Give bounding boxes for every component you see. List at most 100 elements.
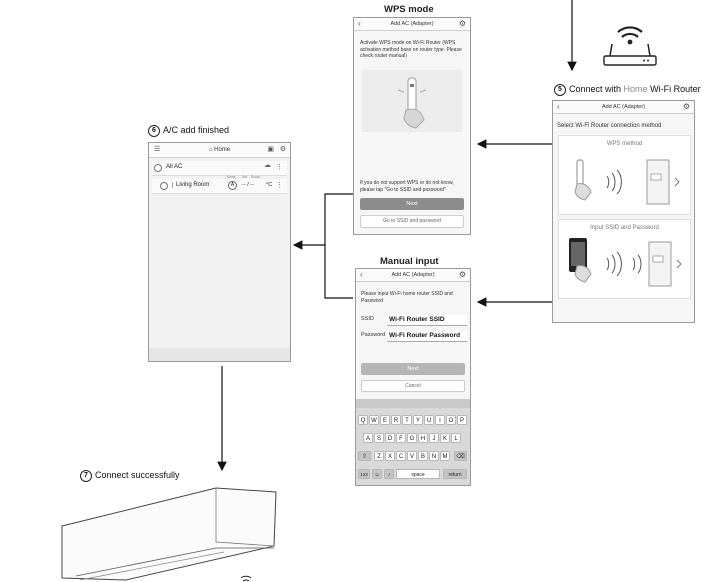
step5-phone-screen: ‹ Add AC (Adapter) ⚙ Select Wi-Fi Router… (552, 100, 695, 323)
all-ac-label: All AC (166, 164, 183, 170)
manual-input-title: Manual input (380, 256, 439, 267)
key-q[interactable]: Q (358, 415, 368, 425)
step5-title-suffix: Wi-Fi Router (650, 84, 701, 94)
step7-title-text: Connect successfully (95, 470, 180, 480)
wps-next-button[interactable]: Next (360, 198, 464, 210)
key-a[interactable]: A (363, 433, 373, 443)
power-icon[interactable] (154, 164, 162, 172)
back-icon[interactable]: ‹ (557, 102, 560, 111)
key-h[interactable]: H (418, 433, 428, 443)
air-conditioner-illustration (61, 487, 277, 582)
space-key[interactable]: space (396, 469, 440, 479)
edit-icon[interactable]: ▣ (267, 146, 274, 153)
bottom-bar (149, 348, 290, 361)
device-name: Living Room (172, 182, 209, 188)
shift-key[interactable]: ⇧ (358, 451, 371, 461)
return-key[interactable]: return (443, 469, 467, 479)
key-s[interactable]: S (374, 433, 384, 443)
room-header: Room (251, 175, 261, 179)
key-i[interactable]: I (435, 415, 445, 425)
key-j[interactable]: J (429, 433, 439, 443)
device-row-living-room[interactable]: Living Room A -- / -- °C ⋮ (152, 179, 287, 194)
column-headers: Mode Set Room (227, 175, 260, 179)
key-k[interactable]: K (440, 433, 450, 443)
key-y[interactable]: Y (413, 415, 423, 425)
ssid-input[interactable]: Wi-Fi Router SSID (387, 315, 467, 326)
wps-method-option[interactable]: WPS method (558, 135, 691, 215)
password-label: Password (361, 332, 386, 338)
set-temp-value: -- / -- (242, 182, 254, 188)
key-d[interactable]: D (385, 433, 395, 443)
key-u[interactable]: U (424, 415, 434, 425)
step6-number: 6 (148, 125, 160, 137)
key-e[interactable]: E (380, 415, 390, 425)
key-r[interactable]: R (391, 415, 401, 425)
password-input[interactable]: Wi-Fi Router Password (387, 331, 467, 342)
cloud-icon: ☁ (264, 162, 271, 169)
wifi-router-illustration (603, 26, 657, 66)
step6-title-text: A/C add finished (163, 125, 230, 135)
key-o[interactable]: O (446, 415, 456, 425)
menu-icon[interactable]: ☰ (154, 146, 161, 153)
numbers-key[interactable]: 123 (358, 469, 370, 479)
manual-screen-title: Add AC (Adapter) (391, 272, 435, 278)
gear-icon[interactable]: ⚙ (458, 19, 466, 28)
all-ac-row[interactable]: All AC ☁ ⋮ (152, 161, 287, 176)
router-wps-illustration (362, 70, 462, 132)
emoji-icon[interactable]: ☺ (372, 469, 382, 479)
power-icon[interactable] (160, 182, 168, 190)
key-c[interactable]: C (396, 451, 406, 461)
set-header: Set (241, 175, 248, 179)
manual-phone-screen: ‹ Add AC (Adapter) ⚙ Please input Wi-Fi … (355, 268, 471, 486)
key-w[interactable]: W (369, 415, 379, 425)
go-ssid-password-button[interactable]: Go to SSID and password (360, 215, 464, 228)
more-icon[interactable]: ⋮ (276, 164, 283, 171)
backspace-key[interactable]: ⌫ (454, 451, 467, 461)
key-p[interactable]: P (457, 415, 467, 425)
wps-mode-title: WPS mode (384, 4, 434, 15)
gear-icon[interactable]: ⚙ (458, 270, 466, 279)
key-m[interactable]: M (440, 451, 450, 461)
manual-cancel-button[interactable]: Cancel (361, 380, 465, 392)
gear-icon[interactable]: ⚙ (279, 146, 286, 153)
key-x[interactable]: X (385, 451, 395, 461)
microphone-icon[interactable]: ♪ (384, 469, 394, 479)
smartphone-illustration (569, 238, 682, 287)
keyboard-suggestion-bar (356, 399, 470, 408)
step7-number: 7 (80, 470, 92, 482)
room-temp-unit: °C (266, 182, 273, 188)
gear-icon[interactable]: ⚙ (682, 102, 690, 111)
key-t[interactable]: T (402, 415, 412, 425)
back-icon[interactable]: ‹ (360, 270, 363, 279)
ssid-label: SSID (361, 316, 374, 322)
key-g[interactable]: G (407, 433, 417, 443)
wps-screen-title: Add AC (Adapter) (390, 21, 434, 27)
step5-screen-header: ‹ Add AC (Adapter) ⚙ (553, 101, 694, 114)
step5-title-home: Home (623, 84, 648, 94)
input-ssid-label: Input SSID and Password (590, 225, 659, 231)
input-ssid-option[interactable]: Input SSID and Password (558, 219, 691, 299)
key-z[interactable]: Z (374, 451, 384, 461)
key-b[interactable]: B (418, 451, 428, 461)
mode-value: A (228, 181, 237, 190)
home-icon: ⌂ (208, 147, 213, 153)
more-icon[interactable]: ⋮ (276, 182, 283, 189)
mode-header: Mode (227, 175, 236, 179)
step6-screen-header: ☰ ⌂ Home ▣ ⚙ (149, 143, 290, 158)
merge-bracket (324, 193, 353, 299)
wps-screen-header: ‹ Add AC (Adapter) ⚙ (354, 18, 470, 31)
manual-next-button[interactable]: Next (361, 363, 465, 375)
step6-phone-screen: ☰ ⌂ Home ▣ ⚙ All AC ☁ ⋮ Mode Set Room Li… (148, 142, 291, 362)
key-n[interactable]: N (429, 451, 439, 461)
back-icon[interactable]: ‹ (358, 19, 361, 28)
key-f[interactable]: F (396, 433, 406, 443)
manual-instructions: Please input Wi-Fi home router SSID and … (361, 291, 453, 304)
step5-subtitle: Select Wi-Fi Router connection method (557, 123, 662, 129)
key-v[interactable]: V (407, 451, 417, 461)
step5-number: 5 (554, 84, 566, 96)
key-l[interactable]: L (451, 433, 461, 443)
